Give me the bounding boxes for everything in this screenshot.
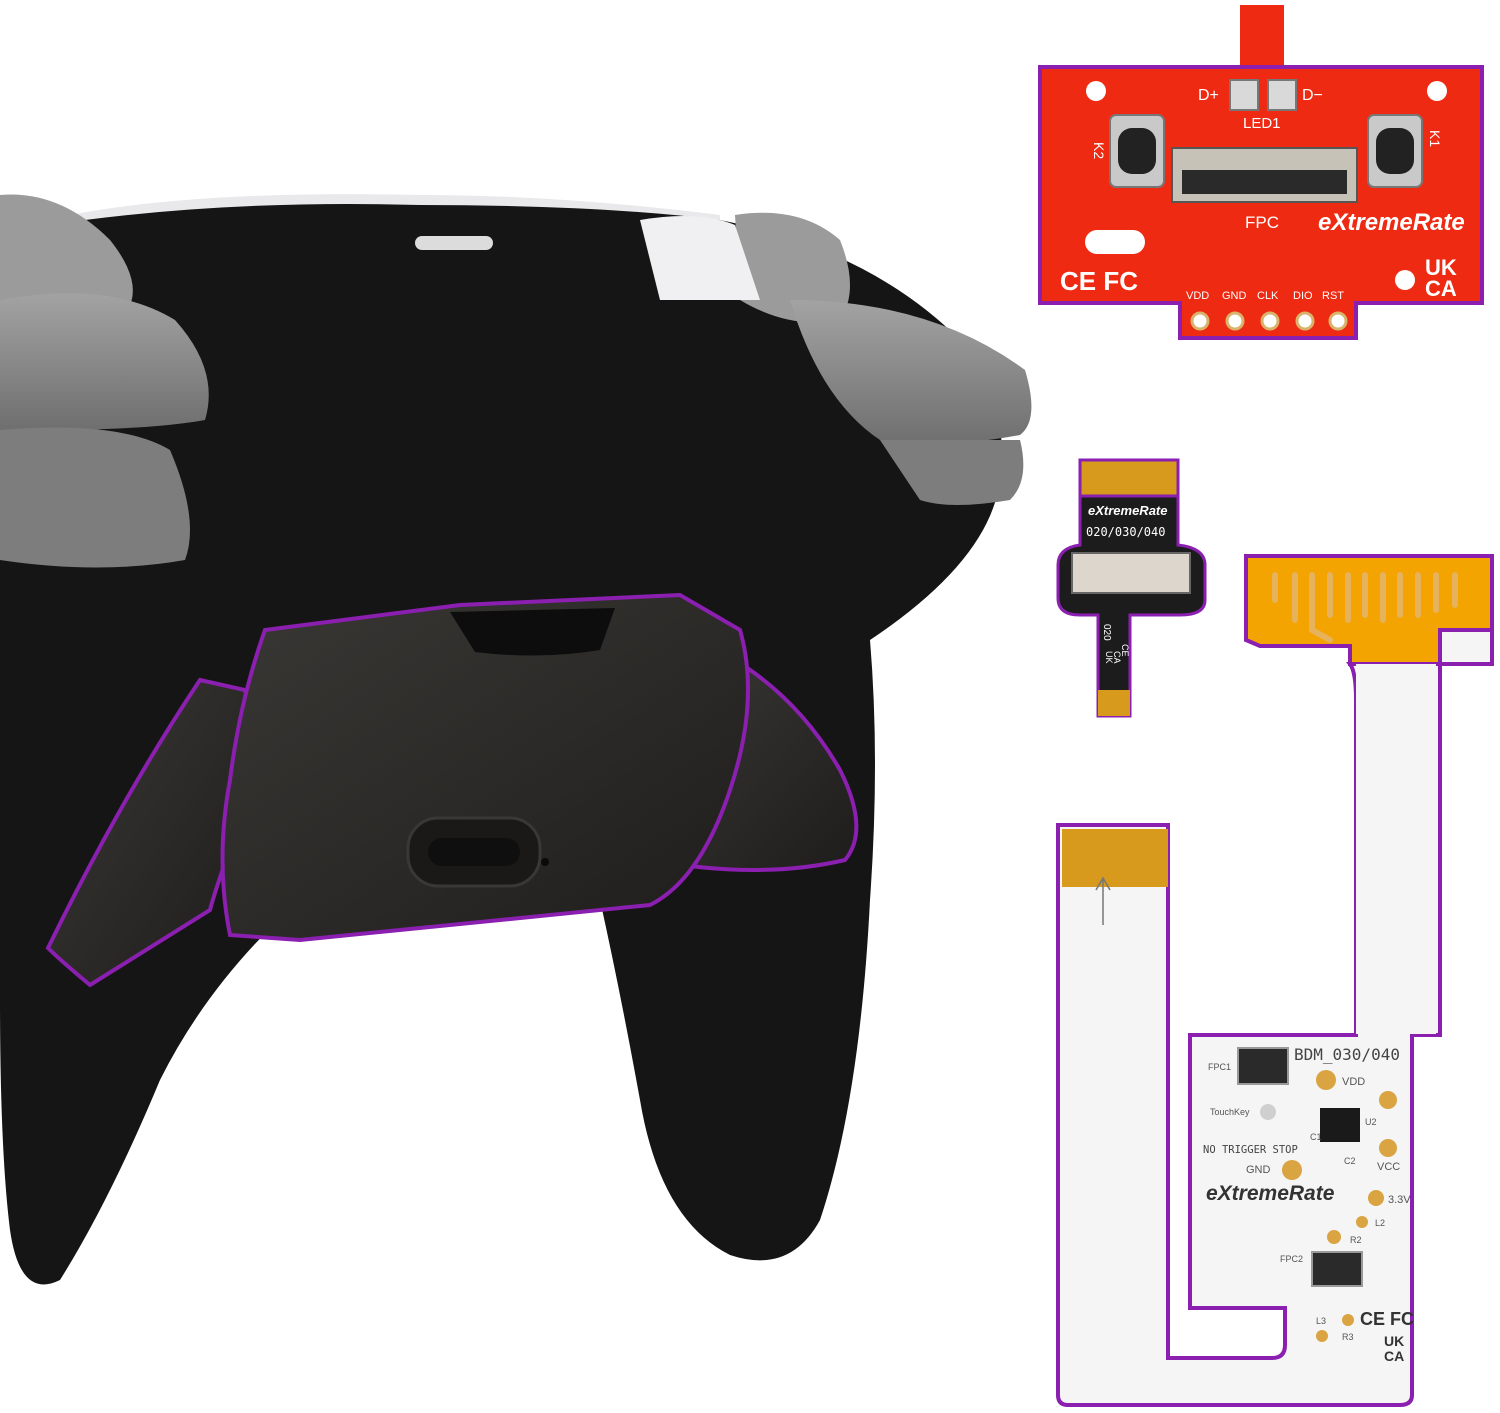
label-d-minus: D−	[1302, 87, 1323, 104]
led-pad	[1267, 79, 1297, 111]
orange-flex-traces	[1272, 572, 1458, 643]
white-u2-label: U2	[1365, 1117, 1377, 1127]
pin-label: GND	[1222, 290, 1247, 302]
back-toggle-slot	[428, 838, 520, 866]
small-cable-contacts-bottom	[1098, 690, 1130, 716]
white-fpc2	[1311, 1251, 1363, 1287]
white-fpc1	[1237, 1047, 1289, 1085]
switch-k2	[1109, 114, 1165, 188]
white-l2-label: L2	[1375, 1218, 1385, 1228]
pin-label: CLK	[1257, 290, 1279, 302]
red-cert-ce-fc: CE FC	[1060, 266, 1138, 296]
white-no-trigger-stop: NO TRIGGER STOP	[1203, 1144, 1298, 1156]
white-r2-label: R2	[1350, 1235, 1362, 1245]
white-r3-label: R3	[1342, 1332, 1354, 1342]
gold-pad	[1342, 1314, 1354, 1326]
white-fpc2-label: FPC2	[1280, 1254, 1303, 1264]
white-flex-board: BDM_030/040 FPC1 VDD TouchKey U2 C1 C2 V…	[1056, 628, 1494, 1407]
small-cable-connector	[1071, 552, 1191, 594]
red-cert-uk: UK	[1425, 255, 1457, 280]
small-flex-cable: eXtremeRate 020/030/040 020 CE UK CA	[1056, 458, 1207, 718]
gold-pad	[1379, 1139, 1397, 1157]
white-u2-chip	[1320, 1108, 1360, 1142]
red-pcb-tab	[1240, 5, 1284, 69]
label-d-plus: D+	[1198, 87, 1219, 104]
white-l3-label: L3	[1316, 1316, 1326, 1326]
mount-hole	[1427, 81, 1447, 101]
red-fpc-connector	[1171, 147, 1358, 203]
white-cert-ce-fc: CE FC	[1360, 1309, 1414, 1329]
white-flex-arrow	[1095, 876, 1111, 925]
white-fpc1-label: FPC1	[1208, 1062, 1231, 1072]
red-pcb-board: D+ D− LED1 K2 K1 FPC eXtremeRate CE FC U…	[1038, 5, 1484, 340]
white-gnd-label: GND	[1246, 1164, 1271, 1176]
white-touchkey-label: TouchKey	[1210, 1107, 1250, 1117]
label-fpc: FPC	[1245, 213, 1279, 232]
switch-k1	[1367, 114, 1423, 188]
small-cert-ca: CA	[1112, 651, 1122, 664]
gold-pad	[1379, 1091, 1397, 1109]
white-c2-label: C2	[1344, 1156, 1356, 1166]
mount-hole	[1086, 81, 1106, 101]
white-cert-ca: CA	[1384, 1348, 1404, 1364]
white-cert-uk: UK	[1384, 1333, 1404, 1349]
light-bar	[415, 236, 493, 250]
controller	[0, 194, 1032, 1285]
touchkey-pad	[1260, 1104, 1276, 1120]
left-trigger	[0, 194, 209, 568]
small-cert-uk: UK	[1104, 651, 1114, 664]
label-k1: K1	[1427, 130, 1443, 147]
white-c1-label: C1	[1310, 1132, 1322, 1142]
label-led: LED1	[1243, 115, 1281, 132]
white-flex-fill	[1356, 664, 1436, 1034]
gold-pad	[1316, 1330, 1328, 1342]
white-3v3-label: 3.3V	[1388, 1194, 1411, 1206]
indicator-dot	[541, 858, 549, 866]
gold-pad	[1282, 1160, 1302, 1180]
orange-flex-tab	[1244, 554, 1494, 666]
red-brand-logo: eXtremeRate	[1318, 209, 1465, 236]
small-brand-logo: eXtremeRate	[1088, 503, 1168, 518]
led-pad	[1229, 79, 1259, 111]
mount-hole	[1395, 270, 1415, 290]
white-brand-logo: eXtremeRate	[1206, 1182, 1335, 1205]
white-vdd-label: VDD	[1342, 1076, 1365, 1088]
small-model-label: 020/030/040	[1086, 525, 1165, 539]
small-cert-ce: CE	[1120, 644, 1130, 657]
white-model-label: BDM_030/040	[1294, 1045, 1400, 1064]
small-cable-contacts-top	[1078, 458, 1180, 498]
pin-header	[1182, 305, 1354, 335]
back-button-housing	[220, 592, 750, 943]
gold-pad	[1356, 1216, 1368, 1228]
slot-hole	[1085, 230, 1145, 254]
white-flex-contacts	[1062, 829, 1168, 887]
gold-pad	[1327, 1230, 1341, 1244]
gold-pad	[1368, 1190, 1384, 1206]
small-model-020: 020	[1101, 624, 1112, 641]
housing-slot	[450, 608, 615, 656]
label-k2: K2	[1091, 142, 1107, 159]
pin-label: RST	[1322, 290, 1344, 302]
gold-pad	[1316, 1070, 1336, 1090]
pin-label: VDD	[1186, 290, 1209, 302]
white-vcc-label: VCC	[1377, 1161, 1400, 1173]
orange-flex-outline	[1244, 554, 1494, 666]
red-cert-ca: CA	[1425, 276, 1457, 301]
pin-label: DIO	[1293, 290, 1313, 302]
right-trigger	[640, 212, 1032, 505]
